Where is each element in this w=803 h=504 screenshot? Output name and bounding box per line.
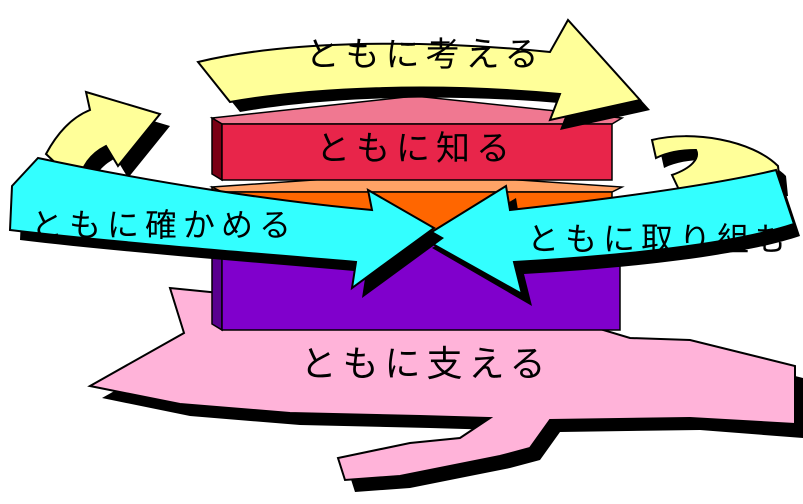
red-block [209, 95, 625, 182]
confirm-label: ともに確かめる [31, 206, 297, 244]
know-label: ともに知る [316, 129, 516, 169]
think-arrow-fill [196, 18, 642, 122]
confirm-arrow-fill [8, 156, 436, 291]
think-label: ともに考える [306, 35, 545, 75]
think-arrow [196, 18, 650, 130]
tackle-label: ともに取り組む [527, 220, 793, 258]
tackle-arrow-fill [420, 168, 796, 297]
confirm-arrow [8, 156, 444, 298]
tackle-arrow [420, 168, 800, 306]
support-label: ともに支える [301, 344, 552, 385]
